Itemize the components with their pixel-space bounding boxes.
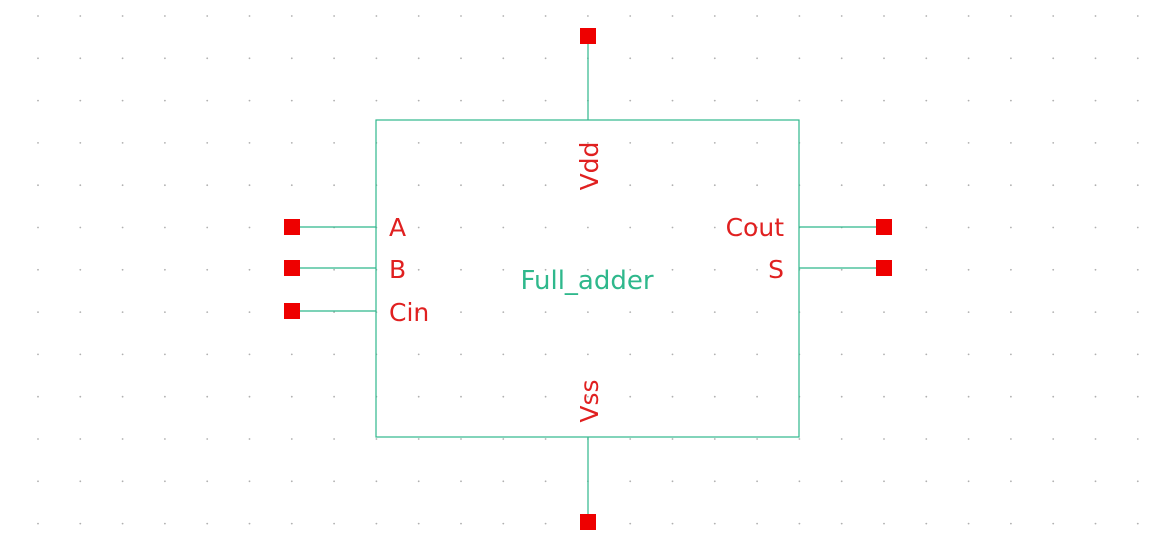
vss-pin-label: Vss — [575, 379, 604, 422]
vdd-pin-label: Vdd — [575, 142, 604, 191]
vss-pin[interactable] — [580, 514, 596, 530]
grid-dots — [37, 15, 1139, 525]
cout-pin[interactable] — [876, 219, 892, 235]
vdd-pin[interactable] — [580, 28, 596, 44]
s-pin[interactable] — [876, 260, 892, 276]
a-pin[interactable] — [284, 219, 300, 235]
s-pin-label: S — [768, 255, 784, 284]
cin-pin-label: Cin — [389, 298, 429, 327]
symbol-name-label: Full_adder — [520, 266, 653, 296]
b-pin[interactable] — [284, 260, 300, 276]
b-pin-label: B — [389, 255, 406, 284]
a-pin-label: A — [389, 213, 406, 242]
cout-pin-label: Cout — [726, 213, 785, 242]
cin-pin[interactable] — [284, 303, 300, 319]
